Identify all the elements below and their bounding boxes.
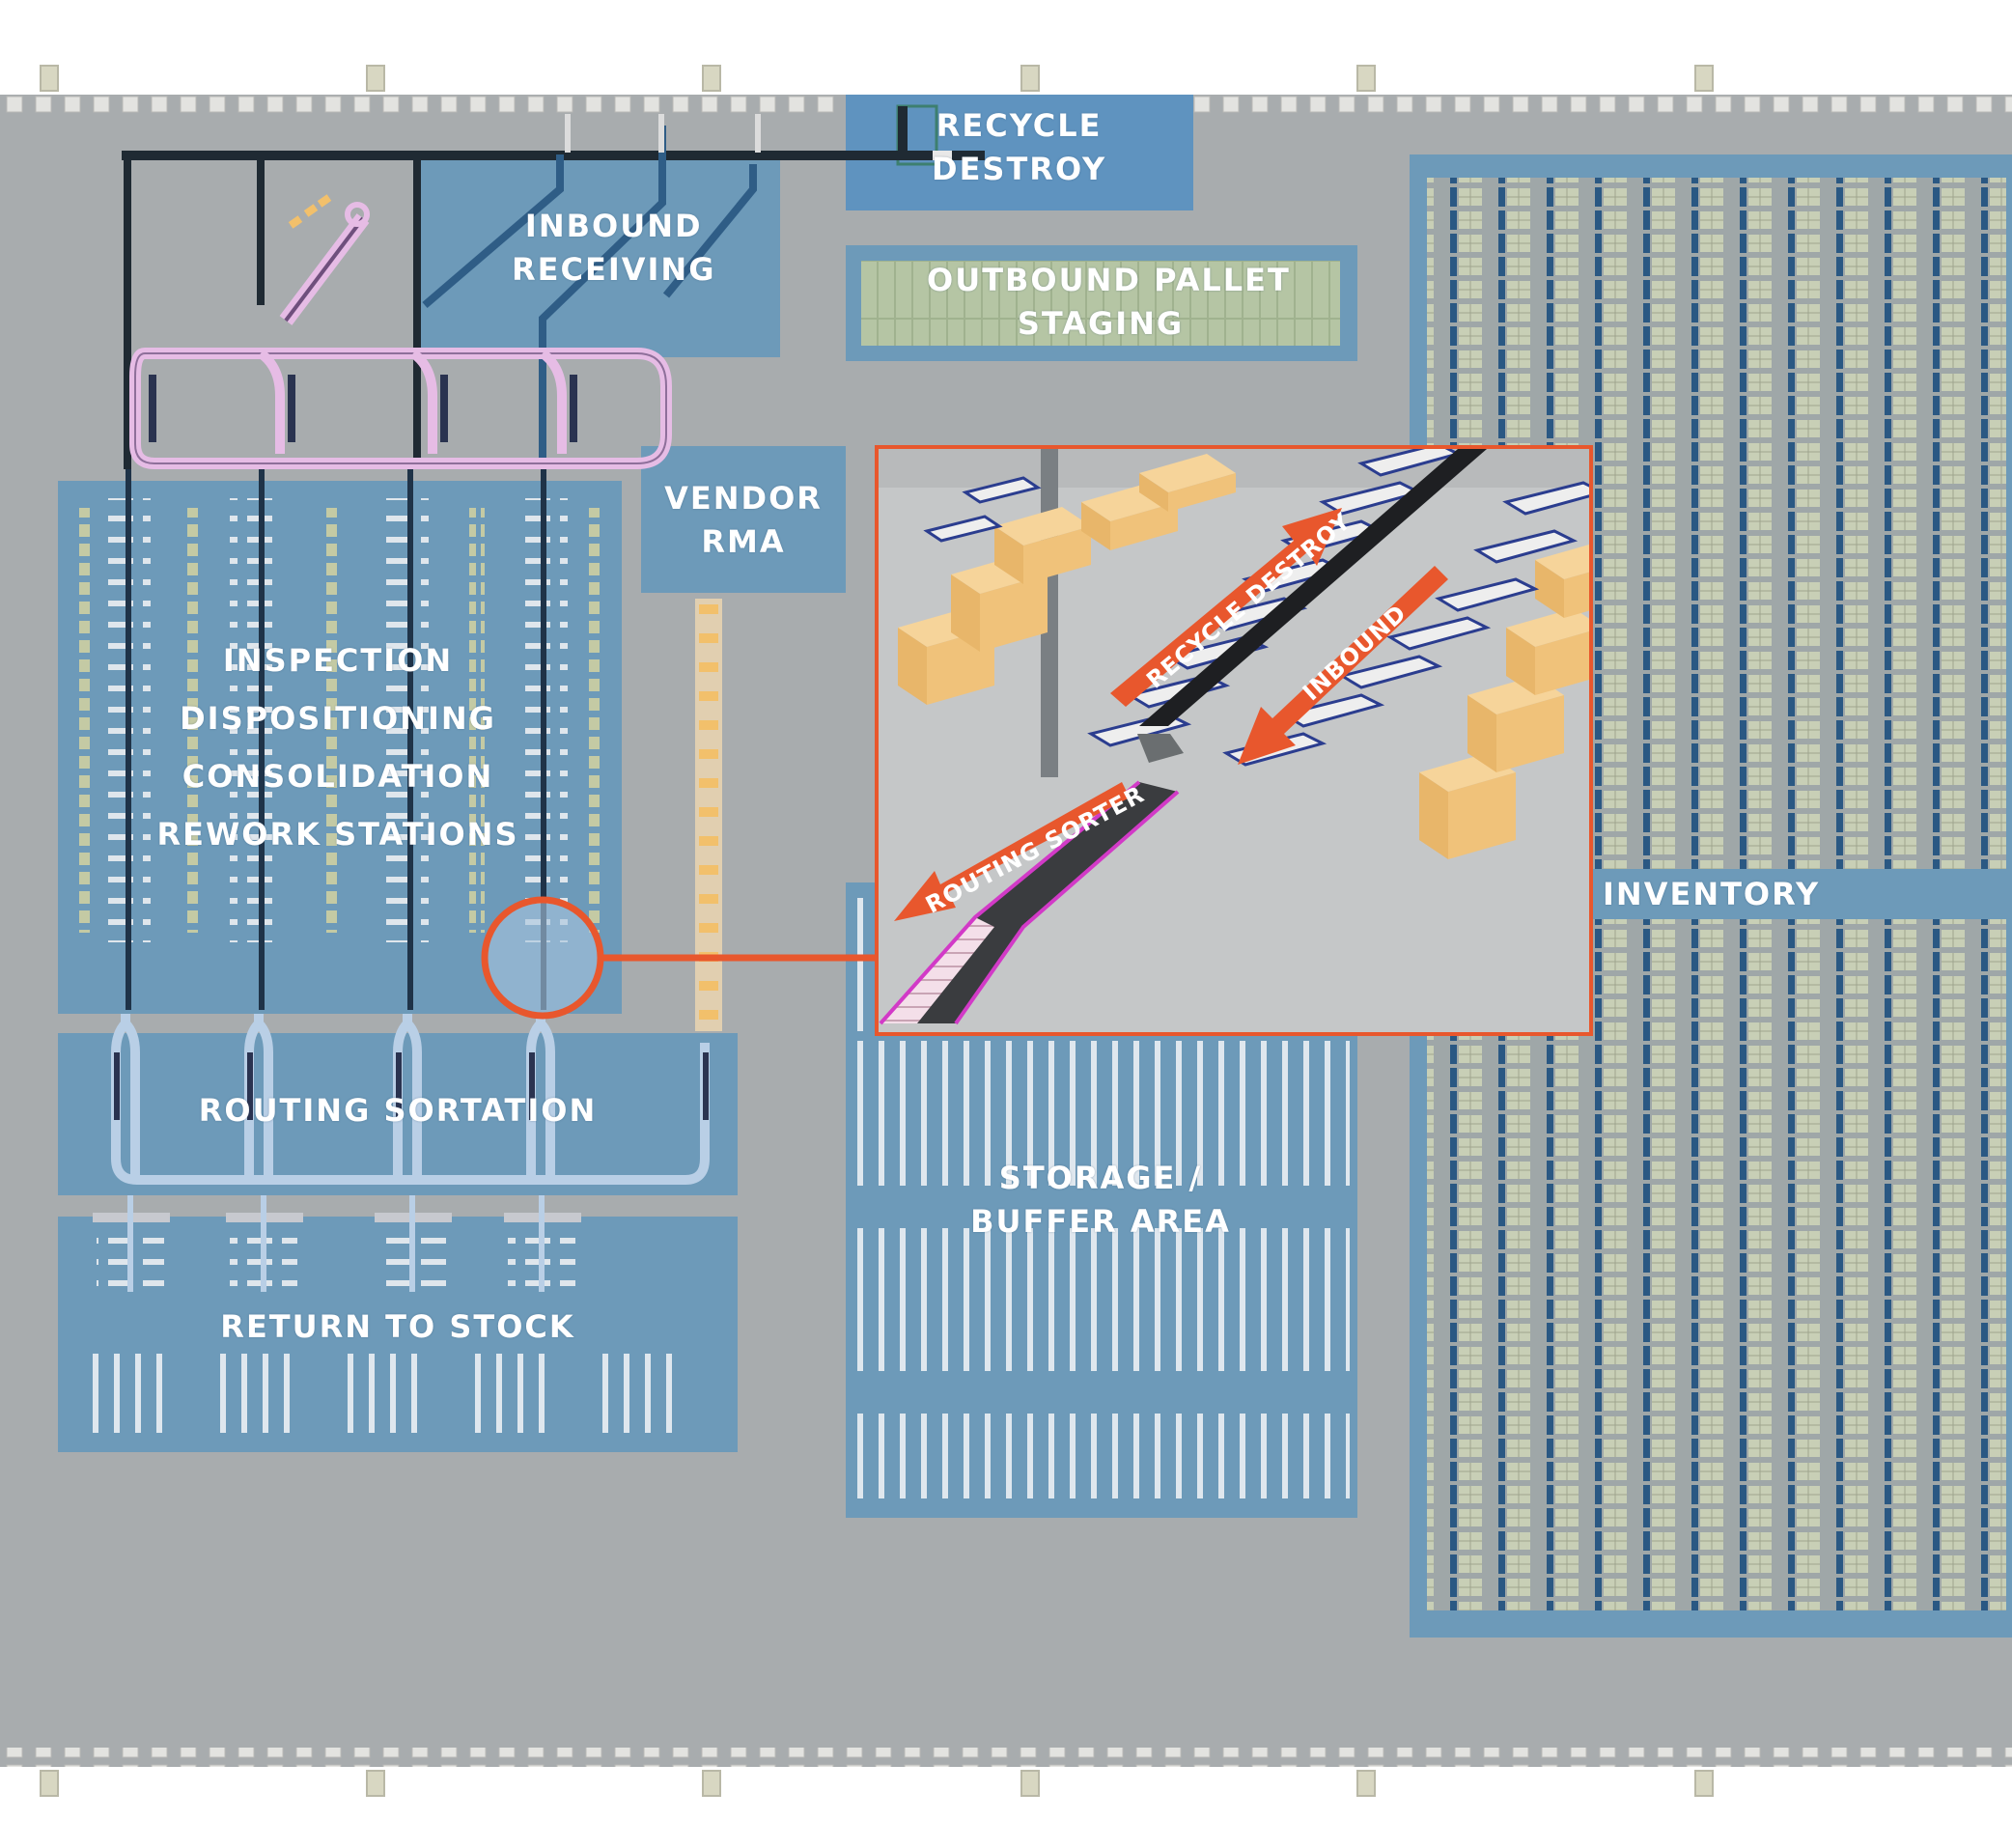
return-to-stock-conveyors: [127, 1195, 545, 1292]
vendor-rma-label: VENDOR RMA: [657, 477, 830, 564]
inspection-line4: REWORK STATIONS: [156, 816, 519, 853]
outbound-pallets: [861, 261, 1340, 346]
storage-buffer-label: STORAGE / BUFFER AREA: [965, 1157, 1236, 1244]
callout-circle: [481, 896, 604, 1020]
inspection-line2: DISPOSITIONING: [180, 700, 496, 737]
inbound-label-line1: INBOUND: [524, 208, 703, 244]
recycle-label-line1: RECYCLE: [936, 107, 1103, 144]
vendor-rma-zone: [641, 446, 846, 593]
inbound-receiving-label: INBOUND RECEIVING: [512, 205, 715, 292]
inspection-conveyors: [126, 469, 546, 1010]
recycle-destroy-arrow: [1110, 508, 1342, 707]
inset-3d-view: [875, 445, 1593, 1036]
routing-sortation-text: ROUTING SORTATION: [198, 1092, 598, 1129]
inset-main-belt: [1139, 449, 1487, 726]
return-to-stock-label: RETURN TO STOCK: [205, 1305, 591, 1349]
inspection-label: INSPECTION DISPOSITIONING CONSOLIDATION …: [154, 631, 521, 863]
outbound-label-line1: OUTBOUND PALLET: [927, 262, 1291, 298]
inspection-line3: CONSOLIDATION: [182, 758, 494, 795]
outbound-staging-label: OUTBOUND PALLET STAGING: [927, 259, 1291, 346]
outbound-label-line2: STAGING: [1017, 305, 1185, 342]
routing-sortation-merges: [114, 1052, 709, 1120]
return-to-stock-text: RETURN TO STOCK: [220, 1308, 575, 1345]
inbound-conveyors: [122, 106, 985, 469]
storage-line2: BUFFER AREA: [970, 1203, 1231, 1240]
storage-line1: STORAGE /: [998, 1160, 1203, 1196]
storage-lanes: [857, 898, 1350, 1498]
routing-sortation-conveyors: [111, 1014, 710, 1185]
inbound-label-line2: RECEIVING: [512, 251, 716, 288]
routing-sorter-arrow: [894, 782, 1130, 921]
recycle-destroy-label: RECYCLE DESTROY: [932, 104, 1106, 191]
inventory-label: INVENTORY: [1603, 873, 1821, 916]
inventory-text: INVENTORY: [1603, 876, 1821, 912]
vendor-rma-line1: VENDOR: [664, 480, 823, 517]
pallet-boxes-right: [1419, 545, 1589, 859]
bottom-dock-doors: [0, 1748, 2012, 1767]
pallet-boxes-left: [898, 454, 1236, 705]
recirculation-loop: [129, 348, 672, 469]
routing-sortation-label: ROUTING SORTATION: [176, 1089, 620, 1133]
vendor-rma-line2: RMA: [701, 523, 786, 560]
inspection-line1: INSPECTION: [222, 642, 454, 679]
inbound-arrow: [1238, 566, 1448, 765]
wall-columns: [40, 65, 1714, 1797]
recycle-label-line2: DESTROY: [932, 151, 1107, 187]
